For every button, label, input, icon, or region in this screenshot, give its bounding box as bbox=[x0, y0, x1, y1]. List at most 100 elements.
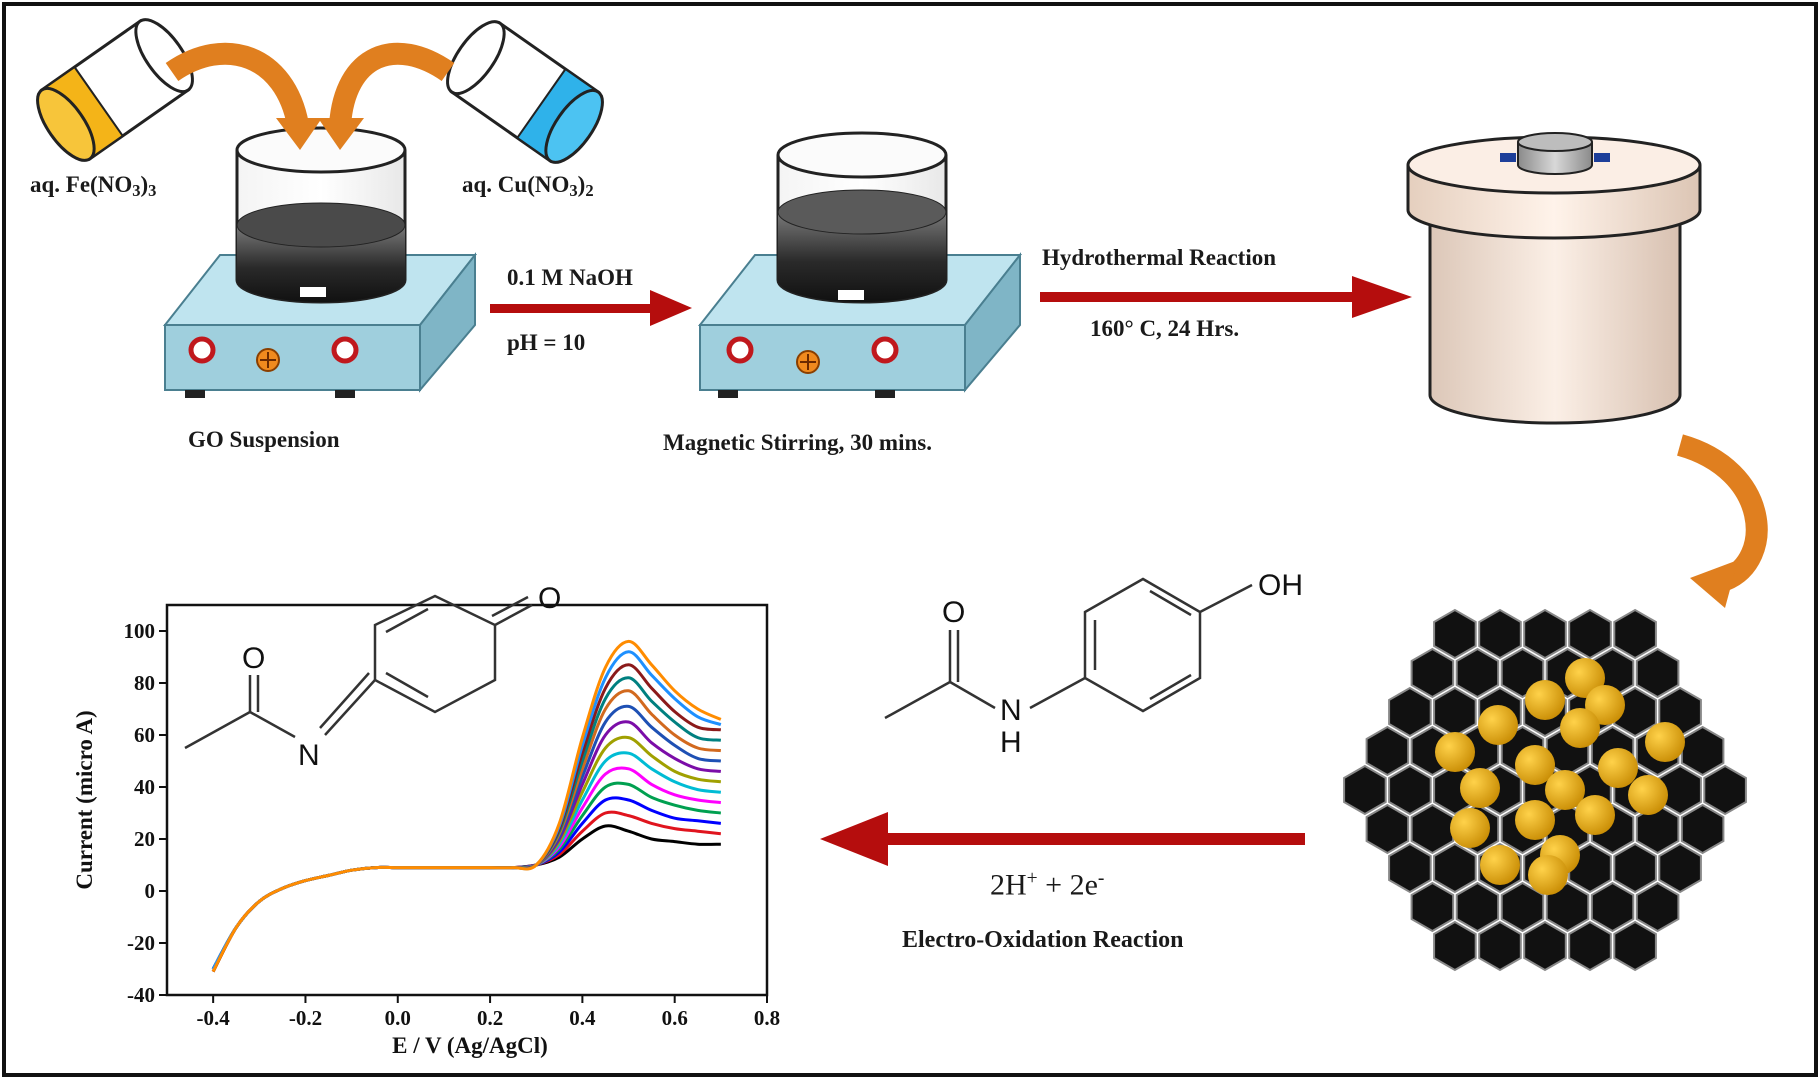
nanoparticle bbox=[1598, 748, 1638, 788]
x-tick-label: 0.0 bbox=[385, 1006, 411, 1030]
graphene-hexagon bbox=[1365, 803, 1410, 855]
napqi-structure bbox=[184, 594, 533, 750]
cu-nitrate-mid: ) bbox=[577, 172, 586, 197]
reactant-oh-label: OH bbox=[1258, 569, 1303, 602]
y-tick-label: 60 bbox=[134, 723, 155, 747]
go-suspension-label: GO Suspension bbox=[188, 427, 340, 452]
graphene-hexagon bbox=[1433, 608, 1477, 660]
x-tick-label: 0.6 bbox=[662, 1006, 688, 1030]
beaker-1 bbox=[235, 126, 407, 304]
graphene-hexagon bbox=[1410, 881, 1455, 933]
magnetic-stirring-label: Magnetic Stirring, 30 mins. bbox=[663, 430, 932, 455]
graphene-hexagon bbox=[1613, 686, 1657, 738]
graphene-hexagon bbox=[1703, 764, 1747, 816]
nanoparticle bbox=[1478, 705, 1518, 745]
naoh-label: 0.1 M NaOH bbox=[507, 265, 633, 290]
curved-arrow-down-icon bbox=[1676, 434, 1768, 608]
y-tick-label: 100 bbox=[124, 619, 156, 643]
x-tick-label: 0.4 bbox=[569, 1006, 596, 1030]
knob-right-icon bbox=[871, 336, 899, 364]
graphene-hexagon bbox=[1613, 608, 1657, 660]
nanoparticle bbox=[1460, 768, 1500, 808]
graphene-hexagon bbox=[1500, 881, 1545, 933]
product-o-ring-label: O bbox=[538, 582, 561, 615]
electrons-label: 2H+ + 2e- bbox=[990, 868, 1104, 903]
nanoparticle bbox=[1628, 775, 1668, 815]
graphene-hexagon bbox=[1635, 881, 1680, 933]
arrow-electro-oxidation-icon bbox=[820, 812, 1305, 866]
nanoparticle bbox=[1515, 800, 1555, 840]
x-tick-label: -0.4 bbox=[197, 1006, 231, 1030]
reactant-o-label: O bbox=[942, 596, 965, 629]
knob-left-icon bbox=[726, 336, 754, 364]
graphene-hexagon bbox=[1680, 725, 1725, 777]
graphene-hexagon bbox=[1545, 881, 1590, 933]
graphene-hexagon bbox=[1635, 647, 1680, 699]
graphene-hexagon bbox=[1388, 686, 1432, 738]
graphene-hexagon bbox=[1613, 842, 1657, 894]
arrow-naoh-icon bbox=[490, 290, 692, 326]
cu-nitrate-prefix: aq. Cu(NO bbox=[462, 172, 570, 197]
x-tick-label: 0.8 bbox=[754, 1006, 780, 1030]
chart-xlabel: E / V (Ag/AgCl) bbox=[392, 1033, 548, 1058]
arrow-hydrothermal-icon bbox=[1040, 276, 1412, 318]
paracetamol-structure bbox=[884, 577, 1253, 720]
electrons-mid: + 2e bbox=[1037, 868, 1098, 902]
graphene-hexagon bbox=[1433, 686, 1477, 738]
nanoparticle bbox=[1435, 732, 1475, 772]
cu-nitrate-bottle bbox=[446, 20, 604, 164]
cu-nitrate-label: aq. Cu(NO3)2 bbox=[462, 172, 594, 201]
reactant-h-label: H bbox=[1000, 726, 1022, 759]
graphene-hexagon bbox=[1388, 842, 1432, 894]
graphene-hexagon bbox=[1455, 881, 1500, 933]
graphene-hexagon bbox=[1410, 803, 1455, 855]
graphene-hexagon bbox=[1568, 608, 1612, 660]
chart-plot-area bbox=[165, 603, 769, 997]
graphene-hexagon bbox=[1433, 920, 1477, 972]
graphene-hexagon bbox=[1343, 764, 1387, 816]
graphene-hexagon bbox=[1410, 647, 1455, 699]
nanoparticle bbox=[1450, 808, 1490, 848]
graphene-hexagon bbox=[1365, 725, 1410, 777]
graphene-hexagon bbox=[1523, 920, 1567, 972]
graphene-hexagon bbox=[1568, 920, 1612, 972]
chart-ylabel: Current (micro A) bbox=[72, 710, 97, 889]
graphene-hexagon bbox=[1433, 842, 1477, 894]
electrons-pre: 2H bbox=[990, 868, 1027, 902]
knob-left-icon bbox=[188, 336, 216, 364]
nanoparticle bbox=[1480, 845, 1520, 885]
fe-nitrate-label: aq. Fe(NO3)3 bbox=[30, 172, 156, 201]
nanoparticle bbox=[1528, 855, 1568, 895]
nanoparticle bbox=[1515, 745, 1555, 785]
x-tick-label: -0.2 bbox=[289, 1006, 322, 1030]
conditions-label: 160° C, 24 Hrs. bbox=[1090, 316, 1240, 341]
y-tick-label: -40 bbox=[127, 983, 155, 1007]
y-tick-label: 20 bbox=[134, 827, 155, 851]
pour-arrow-right-icon bbox=[318, 42, 455, 150]
fe-nitrate-sub1: 3 bbox=[132, 181, 141, 201]
graphene-hexagon bbox=[1590, 881, 1635, 933]
y-tick-label: 0 bbox=[145, 879, 156, 903]
stir-bar-icon bbox=[838, 290, 864, 300]
cu-nitrate-sub1: 3 bbox=[569, 181, 578, 201]
x-tick-label: 0.2 bbox=[477, 1006, 503, 1030]
nanocomposite-icon bbox=[1343, 608, 1747, 972]
graphene-hexagon bbox=[1523, 608, 1567, 660]
beaker-2 bbox=[776, 131, 948, 304]
nanoparticle bbox=[1525, 680, 1565, 720]
graphene-hexagon bbox=[1388, 764, 1432, 816]
stir-bar-icon bbox=[300, 287, 326, 297]
pour-arrow-left-icon bbox=[165, 42, 322, 150]
product-n-label: N bbox=[298, 739, 320, 772]
nanoparticle bbox=[1545, 770, 1585, 810]
electrons-sup1: + bbox=[1026, 868, 1038, 889]
electrons-sup2: - bbox=[1097, 868, 1105, 889]
nanoparticle bbox=[1560, 708, 1600, 748]
nanoparticle bbox=[1645, 722, 1685, 762]
ph-label: pH = 10 bbox=[507, 330, 586, 355]
y-tick-label: 80 bbox=[134, 671, 155, 695]
fe-nitrate-prefix: aq. Fe(NO bbox=[30, 172, 133, 197]
